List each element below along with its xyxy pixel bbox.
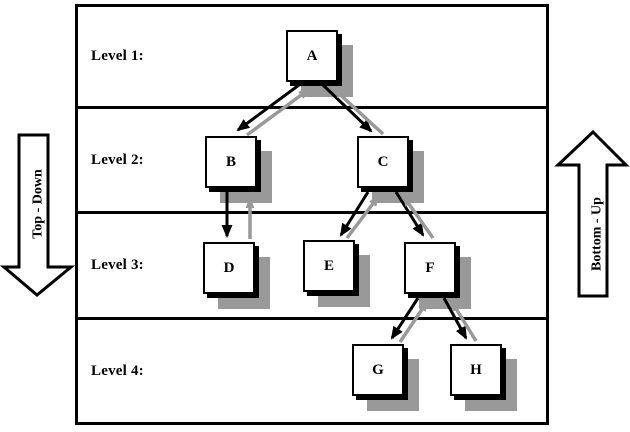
- node-D-label: D: [223, 259, 235, 276]
- top-down-arrow: Top - Down: [0, 133, 76, 297]
- level-3-label: Level 3:: [91, 257, 144, 273]
- level-divider-2: [75, 211, 549, 214]
- node-G: G: [352, 344, 404, 396]
- bottom-up-arrow-label: Bottom - Up: [590, 197, 605, 271]
- top-down-arrow-label: Top - Down: [31, 169, 46, 239]
- bottom-up-arrow-shape: [554, 129, 630, 298]
- node-E: E: [303, 240, 355, 292]
- node-G-label: G: [372, 361, 384, 378]
- node-C-label: C: [377, 153, 389, 170]
- node-H: H: [450, 344, 502, 396]
- level-divider-3: [75, 317, 549, 320]
- level-4-label: Level 4:: [91, 362, 144, 379]
- level-1-label: Level 1:: [91, 48, 144, 64]
- level-divider-1: [75, 106, 549, 109]
- node-B: B: [205, 136, 257, 188]
- node-A: A: [286, 30, 338, 82]
- node-F: F: [404, 242, 456, 294]
- node-B-label: B: [225, 153, 236, 170]
- node-A-label: A: [306, 47, 318, 64]
- node-E-label: E: [323, 257, 334, 274]
- node-D: D: [203, 242, 255, 294]
- level-2-label: Level 2:: [91, 151, 144, 168]
- top-down-arrow-shape: [0, 133, 76, 297]
- node-C: C: [357, 136, 409, 188]
- bottom-up-arrow: Bottom - Up: [554, 129, 630, 298]
- node-H-label: H: [470, 361, 482, 378]
- node-F-label: F: [425, 259, 435, 276]
